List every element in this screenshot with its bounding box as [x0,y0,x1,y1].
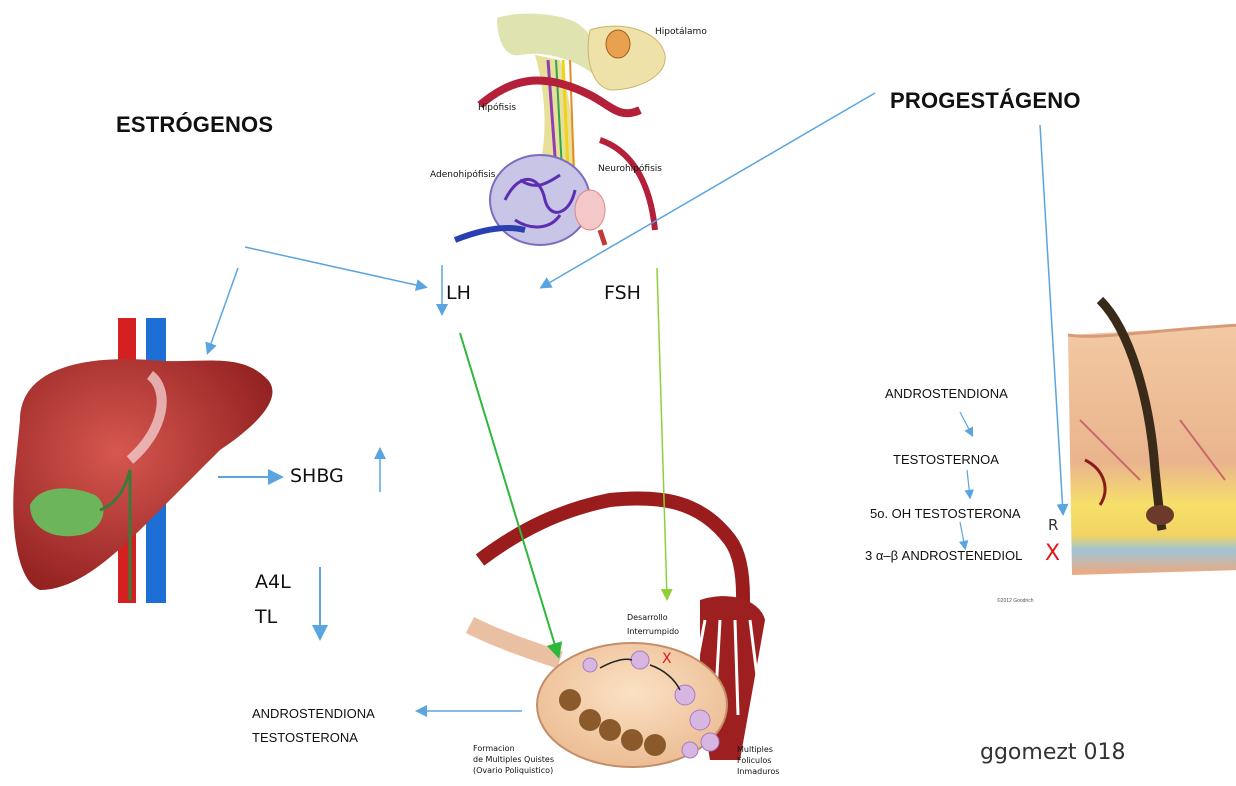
lh-label: LH [446,282,471,304]
fsh-label: FSH [604,282,641,304]
neurohipofisis-label: Neurohipófisis [598,164,662,174]
svg-text:X: X [662,651,672,667]
multiples-label-3: Inmaduros [737,767,779,777]
multiples-label-2: Foliculos [737,756,771,766]
adenohipofisis-label: Adenohipófisis [430,170,495,180]
pituitary-illustration [455,14,665,245]
estrogenos-label: ESTRÓGENOS [116,112,273,138]
pathway-step-1: ANDROSTENDIONA [885,386,1008,401]
skin-credit: ©2012 Goodrich [997,598,1033,604]
testosterona-left-label: TESTOSTERONA [252,730,358,745]
ovary-illustration: X [470,498,765,767]
progestageno-label: PROGESTÁGENO [890,88,1081,114]
pathway-step-2: TESTOSTERNOA [893,452,999,467]
tl-label: TL [255,606,277,628]
multiples-label-1: Multiples [737,745,773,755]
signature: ggomezt 018 [980,740,1126,765]
hipotalamo-label: Hipotálamo [655,27,707,37]
formacion-label-2: de Multiples Quistes [473,755,554,765]
pathway-step-4: 3 α–β ANDROSTENEDIOL [865,548,1022,563]
hipofisis-label: Hipófisis [478,103,516,113]
pathway-step-3: 5o. OH TESTOSTERONA [870,506,1021,521]
formacion-label-1: Formacion [473,744,515,754]
interrumpido-label: Interrumpido [627,627,679,637]
desarrollo-label: Desarrollo [627,613,668,623]
svg-text:R: R [1048,516,1058,534]
shbg-label: SHBG [290,465,344,487]
androstendiona-left-label: ANDROSTENDIONA [252,706,375,721]
svg-text:X: X [1045,541,1060,566]
a4l-label: A4L [255,571,291,593]
formacion-label-3: (Ovario Poliquistico) [473,766,553,776]
liver-illustration [13,318,272,603]
skin-illustration [1068,300,1236,575]
